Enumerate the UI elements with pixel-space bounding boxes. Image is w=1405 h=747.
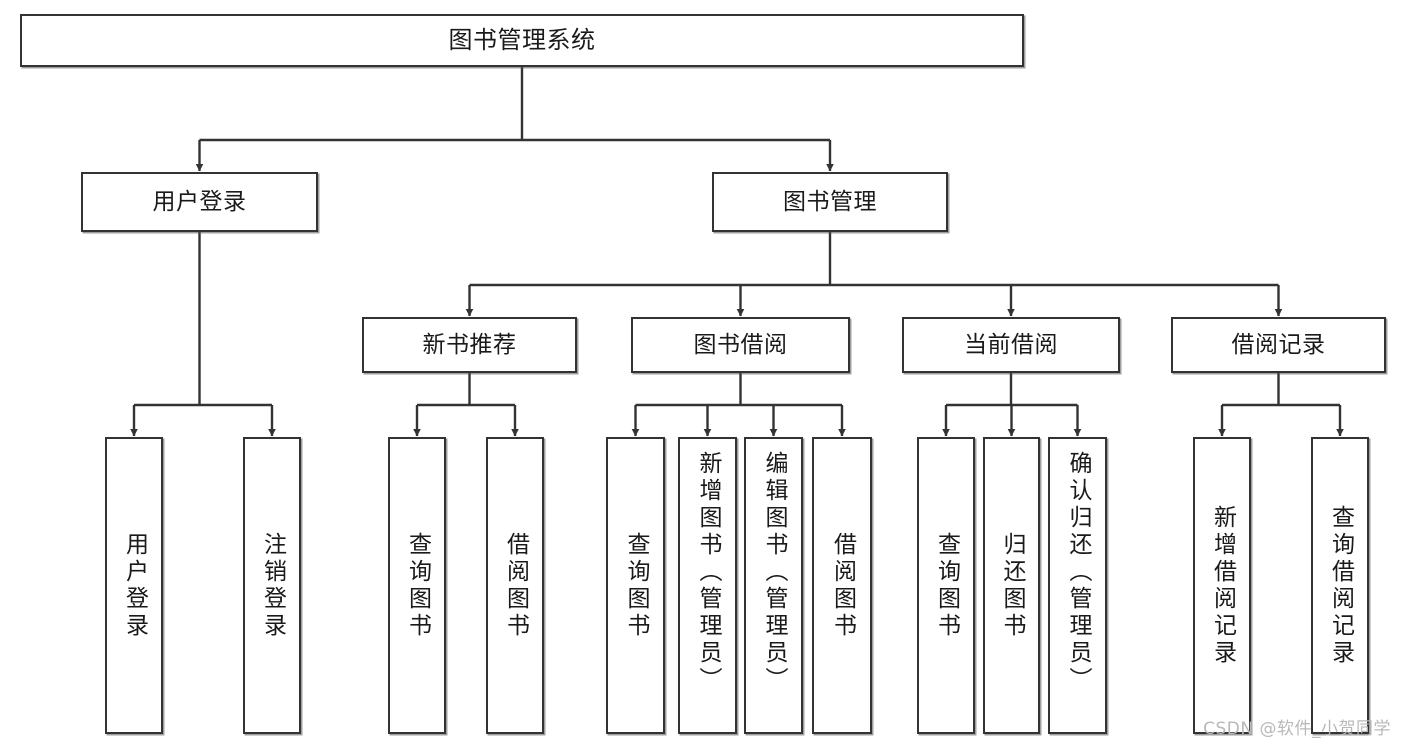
node-current[interactable]: 当前借阅 — [902, 317, 1120, 373]
node-label: 新增借阅记录 — [1209, 504, 1236, 667]
node-l-b1[interactable]: 借阅图书 — [486, 437, 544, 734]
node-l-q2[interactable]: 查询图书 — [606, 437, 665, 734]
node-l-return[interactable]: 归还图书 — [983, 437, 1040, 734]
node-l-b2[interactable]: 借阅图书 — [812, 437, 872, 734]
node-label: 用户登录 — [152, 188, 247, 215]
node-l-edit[interactable]: 编辑图书（管理员） — [744, 437, 803, 734]
node-l-login[interactable]: 用户登录 — [105, 437, 163, 734]
node-l-add[interactable]: 新增图书（管理员） — [678, 437, 737, 734]
node-bookmgmt[interactable]: 图书管理 — [712, 172, 948, 232]
node-l-q3[interactable]: 查询图书 — [917, 437, 975, 734]
node-label: 当前借阅 — [964, 331, 1058, 358]
node-label: 新增图书（管理员） — [695, 451, 721, 694]
node-l-logout[interactable]: 注销登录 — [243, 437, 301, 734]
watermark: CSDN @软件_小贺同学 — [1203, 719, 1391, 739]
node-label: 确认归还（管理员） — [1065, 451, 1091, 694]
node-l-qrec[interactable]: 查询借阅记录 — [1311, 437, 1369, 734]
node-l-addrec[interactable]: 新增借阅记录 — [1193, 437, 1251, 734]
node-label: 查询借阅记录 — [1327, 504, 1354, 667]
node-label: 归还图书 — [999, 531, 1025, 640]
node-label: 借阅记录 — [1231, 331, 1326, 358]
node-borrow[interactable]: 图书借阅 — [631, 317, 850, 373]
node-label: 查询图书 — [623, 531, 649, 640]
node-label: 用户登录 — [121, 531, 148, 640]
node-label: 查询图书 — [404, 531, 431, 640]
node-l-q1[interactable]: 查询图书 — [388, 437, 446, 734]
node-label: 查询图书 — [933, 531, 960, 640]
node-root[interactable]: 图书管理系统 — [20, 14, 1024, 67]
node-l-confirm[interactable]: 确认归还（管理员） — [1048, 437, 1107, 734]
node-label: 借阅图书 — [502, 531, 529, 640]
node-label: 图书借阅 — [693, 331, 788, 358]
node-label: 注销登录 — [259, 531, 286, 640]
node-label: 新书推荐 — [422, 331, 517, 358]
node-login[interactable]: 用户登录 — [81, 172, 318, 232]
node-records[interactable]: 借阅记录 — [1171, 317, 1386, 373]
node-newbook[interactable]: 新书推荐 — [362, 317, 577, 373]
node-label: 借阅图书 — [829, 531, 856, 640]
node-label: 图书管理 — [783, 188, 877, 215]
node-label: 编辑图书（管理员） — [761, 451, 787, 694]
edge-group — [130, 67, 1344, 437]
node-label: 图书管理系统 — [448, 25, 596, 54]
